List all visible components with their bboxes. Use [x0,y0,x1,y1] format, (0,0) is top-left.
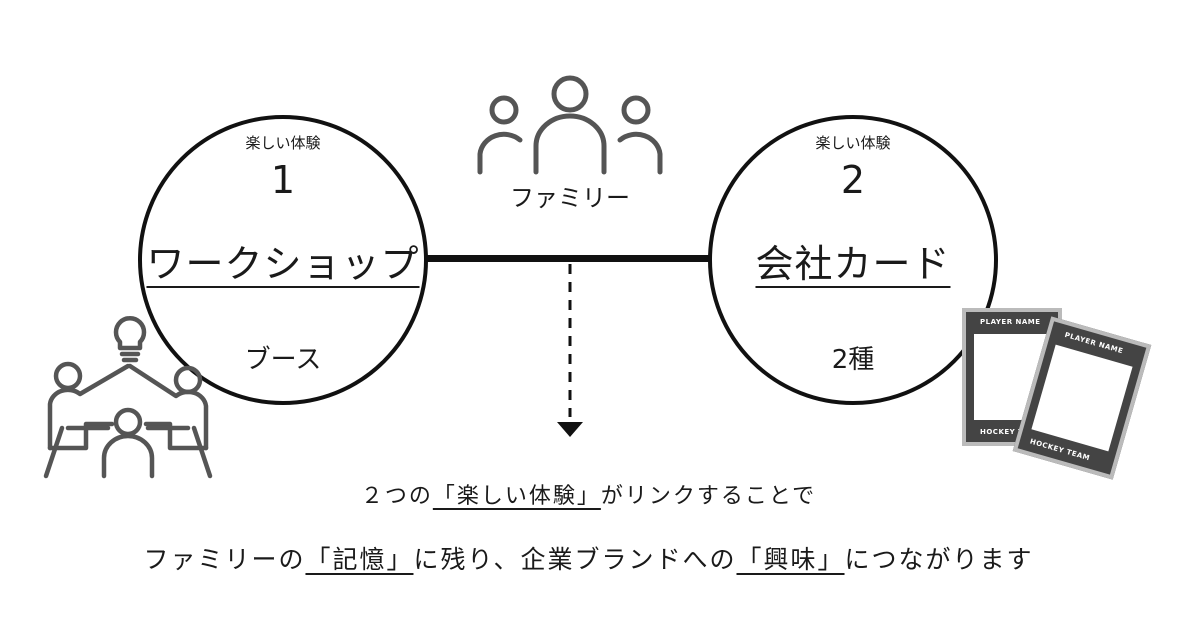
card-photo-area [1031,344,1133,452]
card-header: PLAYER NAME [980,318,1041,326]
experience-circle-card: 楽しい体験 2 会社カード 2種 [708,115,998,405]
summary-line-2-highlight-interest: 「興味」 [736,545,845,574]
summary-line-1-pre: ２つの [360,484,433,509]
summary-line-2: ファミリーの「記憶」に残り、企業ブランドへの「興味」につながります [0,540,1177,576]
experience-subtitle: 2種 [831,345,875,375]
meeting-icon [43,315,213,479]
summary-line-2-highlight-memory: 「記憶」 [305,545,414,574]
experience-number: 2 [840,158,866,202]
connector-line [420,255,720,262]
experience-title: 会社カード [712,233,994,288]
summary-line-1-highlight: 「楽しい体験」 [432,484,601,509]
experience-kicker: 楽しい体験 [815,134,891,152]
experience-circle-workshop: 楽しい体験 1 ワークショップ ブース [138,115,428,405]
summary-line-2-mid: に残り、企業ブランドへの [413,545,737,574]
summary-line-2-pre: ファミリーの [143,545,306,574]
summary-line-2-post: につながります [844,545,1034,574]
experience-title: ワークショップ [142,233,424,288]
card-footer: HOCKEY TEAM [980,428,1043,436]
experience-title-text: ワークショップ [146,242,420,286]
experience-number: 1 [270,158,296,202]
experience-subtitle: ブース [244,345,322,375]
family-icon [477,75,663,175]
experience-kicker: 楽しい体験 [245,134,321,152]
family-label: ファミリー [510,184,630,212]
experience-title-text: 会社カード [755,242,951,286]
summary-line-1-post: がリンクすることで [600,484,817,509]
summary-line-1: ２つの「楽しい体験」がリンクすることで [0,478,1177,510]
arrow-down-icon [557,264,583,437]
